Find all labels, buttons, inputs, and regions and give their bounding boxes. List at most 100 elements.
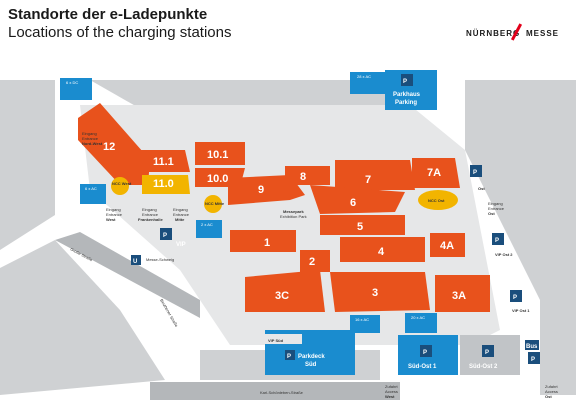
vip-sud-label: VIP Süd: [268, 338, 284, 343]
ncc-west: [111, 177, 129, 195]
ev-station-2: [80, 184, 106, 204]
ncc-west-label: NCC West: [112, 181, 132, 186]
parkhaus-p-text: P: [403, 79, 407, 85]
vip-p-icon: [160, 228, 172, 240]
hall-11-0: [142, 175, 190, 194]
ncc-ost: [418, 190, 458, 210]
hall-label-6: 6: [350, 197, 356, 209]
hall-label-10-1: 10.1: [207, 149, 228, 161]
bus-p-text: P: [531, 357, 535, 363]
hall-2: [300, 250, 330, 272]
hall-label-4a: 4A: [440, 240, 454, 252]
entrance-mitte-2: Entrance: [173, 212, 190, 217]
entrance-mitte-1: Eingang: [173, 207, 188, 212]
east-p-2-text: P: [495, 238, 499, 244]
entrance-nord-west-2: Entrance: [82, 136, 99, 141]
hall-11-1: [140, 150, 190, 172]
hall-label-7a: 7A: [427, 167, 441, 179]
vip-label: VIP: [176, 242, 186, 248]
sud-ost-2-label: Süd-Ost 2: [469, 364, 498, 370]
ncc-mitte-label: NCC Mitte: [205, 201, 225, 206]
hall-10-1: [195, 142, 245, 165]
area-northwest: [0, 80, 55, 250]
ev-station-3: [196, 220, 222, 238]
ev-station-5-label: 16 x AC: [355, 317, 369, 322]
hall-label-10-0: 10.0: [207, 173, 228, 185]
ev-station-4: [350, 72, 386, 94]
hall-5: [320, 215, 405, 235]
zufahrt-west-1: Zufahrt: [385, 384, 399, 389]
hall-3: [330, 272, 430, 312]
parkdeck-p-icon: [285, 350, 295, 360]
bus-icon: [525, 340, 539, 350]
street-bottom: [150, 382, 400, 400]
vip-sud-box: [262, 334, 302, 344]
messepark-label: Messepark: [283, 209, 304, 214]
ost-label: Ost: [478, 186, 485, 191]
vip-ost-1-label: VIP Ost 1: [512, 308, 530, 313]
entrance-west-2: Entrance: [106, 212, 123, 217]
parkdeck-label-en: Süd: [305, 362, 317, 368]
zufahrt-ost-1: Zufahrt: [545, 384, 559, 389]
hall-8: [285, 166, 330, 185]
parkdeck-p-text: P: [287, 354, 291, 360]
hall-4: [340, 237, 425, 262]
hall-label-5: 5: [357, 221, 363, 233]
ev-station-1: [60, 78, 92, 100]
entrance-west-3: West: [106, 217, 116, 222]
ev-station-5: [350, 315, 380, 333]
hall-label-1: 1: [264, 237, 270, 249]
hall-label-3c: 3C: [275, 290, 289, 302]
ncc-mitte: [204, 195, 222, 213]
entrance-ost-1: Eingang: [488, 201, 503, 206]
bus-label: Bus: [526, 344, 538, 350]
zufahrt-west-2: Access: [385, 389, 398, 394]
vip-p-text: P: [163, 233, 167, 239]
sud-ost-1-p-text: P: [423, 350, 427, 356]
area-southwest: [0, 240, 165, 395]
area-east: [465, 80, 576, 395]
sud-ost-2-p-icon: [482, 345, 494, 357]
exhibition-park-label: Exhibition Park: [280, 214, 307, 219]
hall-label-4: 4: [378, 246, 385, 258]
hall-label-11-1: 11.1: [153, 156, 174, 168]
page-title: Standorte der e-Ladepunkte: [8, 6, 208, 23]
hall-label-2: 2: [309, 256, 315, 268]
ev-station-2-label: 6 x AC: [85, 186, 97, 191]
bus-p-icon: [528, 352, 540, 364]
hall-label-11-0: 11.0: [153, 178, 174, 190]
hall-label-3: 3: [372, 287, 378, 299]
east-p-1-text: P: [473, 170, 477, 176]
ev-station-1-label: 6 x DC: [66, 80, 78, 85]
entrance-mitte-3: Mitte: [175, 217, 185, 222]
hall-label-9: 9: [258, 184, 264, 196]
zufahrt-west-3: West: [385, 394, 395, 399]
zufahrt-ost-3: Ost: [545, 394, 552, 399]
hall-label-7: 7: [365, 174, 371, 186]
logo: NÜRNBERG MESSE: [466, 21, 576, 43]
parkhaus-p-icon: [401, 74, 413, 86]
hall-7a: [412, 158, 460, 188]
ubahn-icon: [131, 255, 141, 265]
vip-ost-2-label: VIP Ost 2: [495, 252, 513, 257]
ev-station-3-label: 2 x AC: [201, 222, 213, 227]
east-p-3-text: P: [513, 295, 517, 301]
entrance-nord-west-3: Nord-West: [82, 141, 103, 146]
logo-word-1: NÜRNBERG: [466, 29, 521, 38]
parkhaus-label-en: Parking: [395, 100, 417, 106]
logo-word-2: MESSE: [526, 29, 560, 38]
hall-7: [335, 160, 415, 190]
hall-3c: [245, 270, 325, 312]
hall-label-12: 12: [103, 141, 115, 153]
parkdeck-label-de: Parkdeck: [298, 354, 325, 360]
ev-station-6-label: 20 x AC: [411, 315, 425, 320]
entrance-nord-west-1: Eingang: [82, 131, 97, 136]
ubahn-label: Messe-Schweig: [146, 257, 174, 262]
sud-ost-1-p-icon: [420, 345, 432, 357]
east-p-1: [470, 165, 482, 177]
zufahrt-ost-2: Access: [545, 389, 558, 394]
entrance-west-1: Eingang: [106, 207, 121, 212]
parkhaus-label-de: Parkhaus: [393, 92, 421, 98]
